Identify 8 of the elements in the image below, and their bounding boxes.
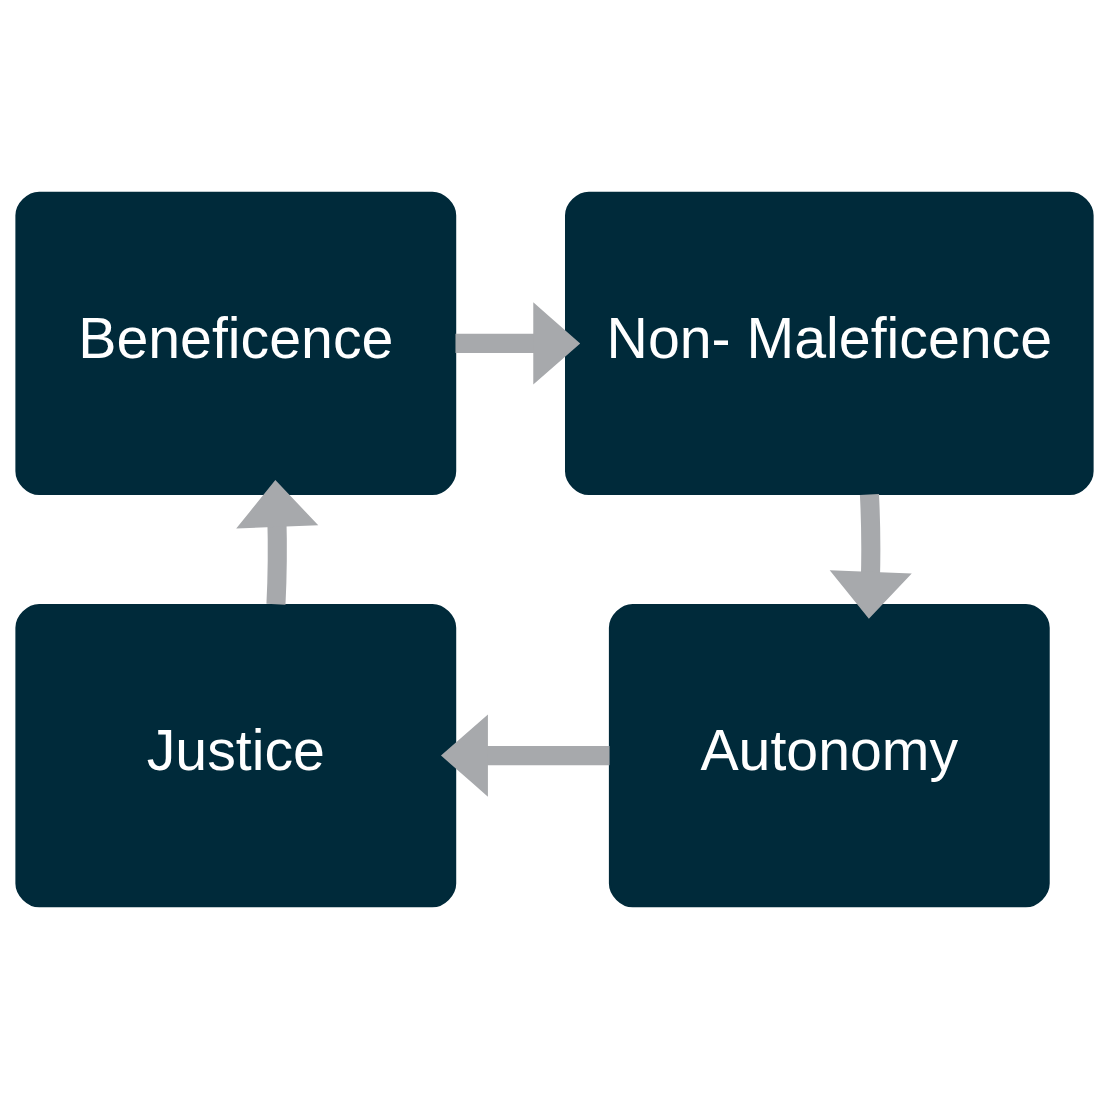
node-box: Non- Maleficence (565, 191, 1094, 495)
node-box: Beneficence (15, 191, 457, 495)
node-box: Autonomy (608, 603, 1050, 907)
arrow (829, 493, 912, 619)
node-box: Justice (15, 603, 457, 907)
arrow (441, 714, 610, 797)
arrow (236, 479, 319, 605)
arrow (455, 301, 581, 384)
